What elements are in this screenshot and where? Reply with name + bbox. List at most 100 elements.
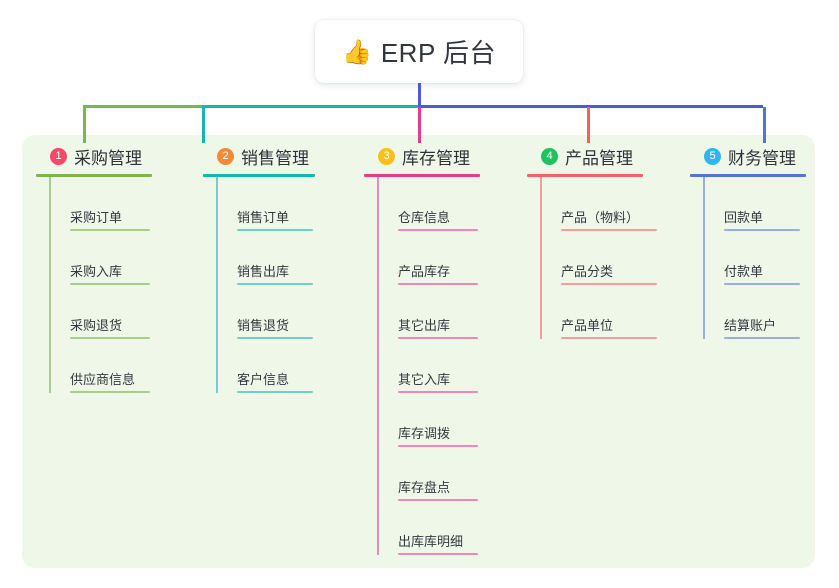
branch-item[interactable]: 仓库信息 [378,177,524,231]
branch-item[interactable]: 出库库明细 [378,501,524,555]
branch-item[interactable]: 结算账户 [704,285,839,339]
branch-item[interactable]: 其它入库 [378,339,524,393]
branch-index-badge: 4 [541,147,558,165]
branch-item-rule [398,337,478,339]
branch-item-label: 销售订单 [237,210,290,225]
branch-header-rule [364,174,480,177]
branch-item[interactable]: 销售订单 [217,177,353,231]
branch-index-badge: 1 [50,147,67,165]
branch-items-3: 仓库信息产品库存其它出库其它入库库存调拨库存盘点出库库明细 [364,177,524,555]
branch-item[interactable]: 产品单位 [541,285,687,339]
branch-title: 财务管理 [728,148,796,168]
branch-item[interactable]: 付款单 [704,231,839,285]
branch-item-label: 采购退货 [70,318,123,333]
branch-item-rule [237,391,313,393]
branch-header-rule [36,174,152,177]
branch-item-label: 采购订单 [70,210,123,225]
bus-segment-teal [202,105,418,108]
branch-item[interactable]: 销售退货 [217,285,353,339]
branch-item-rule [398,553,478,555]
branch-item[interactable]: 库存调拨 [378,393,524,447]
root-node-title: ERP 后台 [380,38,497,68]
branch-item-rule [561,283,657,285]
branch-item-label: 付款单 [724,264,764,279]
branch-header-rule [690,174,806,177]
branch-item[interactable]: 回款单 [704,177,839,231]
branch-item-rule [561,337,657,339]
branch-item-rule [70,391,150,393]
branch-header-5[interactable]: 5 财务管理 [690,143,839,169]
branch-item-label: 产品（物料） [561,210,640,225]
branch-item-label: 其它出库 [398,318,451,333]
branch-item[interactable]: 采购入库 [50,231,186,285]
branch-item-label: 销售退货 [237,318,290,333]
branch-item[interactable]: 产品分类 [541,231,687,285]
branch-item[interactable]: 销售出库 [217,231,353,285]
branch-item-rule [398,229,478,231]
branch-item-rule [724,283,800,285]
branch-header-rule [527,174,643,177]
branch-item[interactable]: 其它出库 [378,285,524,339]
branch-item-label: 出库库明细 [398,534,464,549]
branch-item-rule [398,499,478,501]
branch-item-label: 销售出库 [237,264,290,279]
branch-items-1: 采购订单采购入库采购退货供应商信息 [36,177,186,393]
branch-item-rule [398,445,478,447]
branch-item-label: 客户信息 [237,372,290,387]
branch-header-rule [203,174,315,177]
branch-item-label: 其它入库 [398,372,451,387]
branch-item-label: 采购入库 [70,264,123,279]
branch-item-rule [237,337,313,339]
branch-item[interactable]: 库存盘点 [378,447,524,501]
branch-title: 销售管理 [241,148,309,168]
drop-connector-3 [418,107,421,143]
branch-item[interactable]: 采购退货 [50,285,186,339]
bus-segment-blue [418,105,763,108]
root-stem-connector [418,83,421,107]
drop-connector-4 [587,107,590,143]
branch-item-label: 供应商信息 [70,372,136,387]
drop-connector-1 [83,107,86,143]
thumbs-up-icon: 👍 [341,37,372,66]
branch-item-label: 回款单 [724,210,764,225]
branch-item-rule [237,283,313,285]
branch-item-label: 库存盘点 [398,480,451,495]
branch-column-5: 5 财务管理回款单付款单结算账户 [690,143,839,339]
branch-spine [377,177,379,555]
branch-index-badge: 5 [704,147,721,165]
branch-index-badge: 3 [378,147,395,165]
branch-item-rule [724,337,800,339]
branch-items-4: 产品（物料） 产品分类产品单位 [527,177,687,339]
branch-items-5: 回款单付款单结算账户 [690,177,839,339]
branch-item-rule [398,283,478,285]
root-node-card[interactable]: 👍 ERP 后台 [315,20,523,83]
branch-item[interactable]: 产品库存 [378,231,524,285]
drop-connector-5 [763,107,766,143]
branch-spine [49,177,51,393]
branch-item-rule [561,229,657,231]
branch-item-rule [70,337,150,339]
branch-item-label: 结算账户 [724,318,777,333]
branch-items-2: 销售订单销售出库销售退货客户信息 [203,177,353,393]
diagram-background-panel [22,135,815,568]
branch-item[interactable]: 供应商信息 [50,339,186,393]
branch-item[interactable]: 产品（物料） [541,177,687,231]
branch-spine [703,177,705,339]
drop-connector-2 [202,107,205,143]
branch-item-rule [398,391,478,393]
branch-item[interactable]: 采购订单 [50,177,186,231]
branch-item-rule [237,229,313,231]
branch-spine [540,177,542,339]
branch-item-label: 产品分类 [561,264,614,279]
branch-item-rule [724,229,800,231]
branch-item[interactable]: 客户信息 [217,339,353,393]
